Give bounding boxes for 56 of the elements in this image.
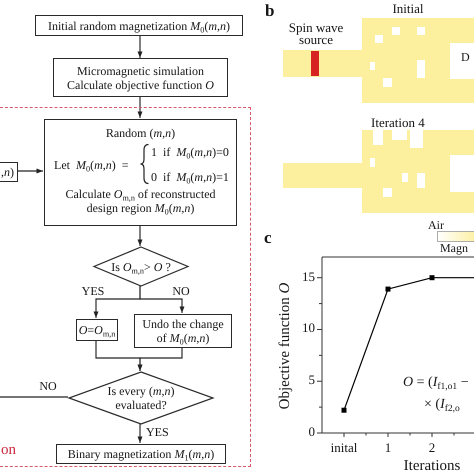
panel-letter: c (264, 229, 272, 248)
step-text: Undo the change of M$_{0}$(m,n) (141, 317, 225, 345)
arrow (138, 347, 183, 371)
scale-label: Magn (440, 242, 468, 256)
step-text: Initial random magnetization M$_{0}$(m,n) (48, 18, 230, 32)
connector-line (0, 396, 68, 398)
process-box (56, 444, 226, 464)
picture-title: Iteration 4 (371, 116, 425, 130)
edge-label: NO (38, 380, 58, 393)
arrow (138, 97, 142, 118)
port-label: D (461, 51, 470, 64)
process-box (134, 314, 232, 348)
panel-letter: b (265, 2, 274, 21)
process-box (35, 15, 243, 36)
axis-title: Iterations (404, 458, 460, 474)
step-text: ,n) (1, 165, 14, 179)
region-label: on (1, 442, 16, 459)
formula-text: 1 if M$_{0}$(m,n)=0 (151, 145, 229, 159)
condition-text: Is every (m,n) evaluated? (106, 384, 176, 412)
tick-label: 1 (384, 441, 392, 456)
edge-label: YES (80, 285, 106, 298)
step-text: Random (m,n) (106, 126, 176, 140)
edge-label: YES (145, 426, 170, 439)
process-box (44, 119, 237, 226)
source-label: Spin wave source (288, 22, 344, 46)
formula-text: 0 if M$_{0}$(m,n)=1 (151, 170, 229, 184)
edge-label: NO (171, 285, 191, 298)
decision-diamond (69, 372, 213, 424)
dashed-frame (0, 107, 251, 467)
tick-label: inital (330, 441, 358, 456)
tick-label: 10 (302, 321, 315, 336)
tick-label: 15 (302, 270, 315, 284)
formula-text: × (I$_{f2,o}$ (424, 397, 460, 412)
condition-text: Is O$_{m,n}$> O ? (111, 260, 171, 274)
step-text: Binary magnetization M$_{1}$(m,n) (68, 447, 214, 461)
step-text: Calculate O$_{m,n}$ of reconstructed design region M$_{0}$(m,n) (64, 187, 217, 215)
process-box (76, 319, 118, 341)
scale-label: Air (428, 219, 444, 232)
tick-label: 0 (308, 425, 315, 440)
process-box (53, 58, 228, 97)
arrow (17, 168, 43, 174)
process-box (0, 162, 18, 182)
formula-text: O = (I$_{f1,o1}$ − (403, 375, 469, 390)
picture-title: Initial (392, 2, 424, 16)
tick-label: 2 (428, 441, 436, 456)
formula-text: Let M$_{0}$(m,n) = (54, 158, 129, 172)
axis-title: Objective function O (276, 282, 294, 410)
arrow (138, 423, 142, 443)
tick-label: 5 (308, 373, 315, 388)
arrow (138, 36, 142, 58)
arrow (138, 225, 142, 246)
step-text: Micromagnetic simulation (77, 64, 204, 78)
arrow (139, 285, 184, 313)
decision-diamond (94, 247, 188, 286)
step-text: Calculate objective function O (67, 78, 214, 92)
step-text: O=O$_{m,n}$ (78, 323, 116, 337)
